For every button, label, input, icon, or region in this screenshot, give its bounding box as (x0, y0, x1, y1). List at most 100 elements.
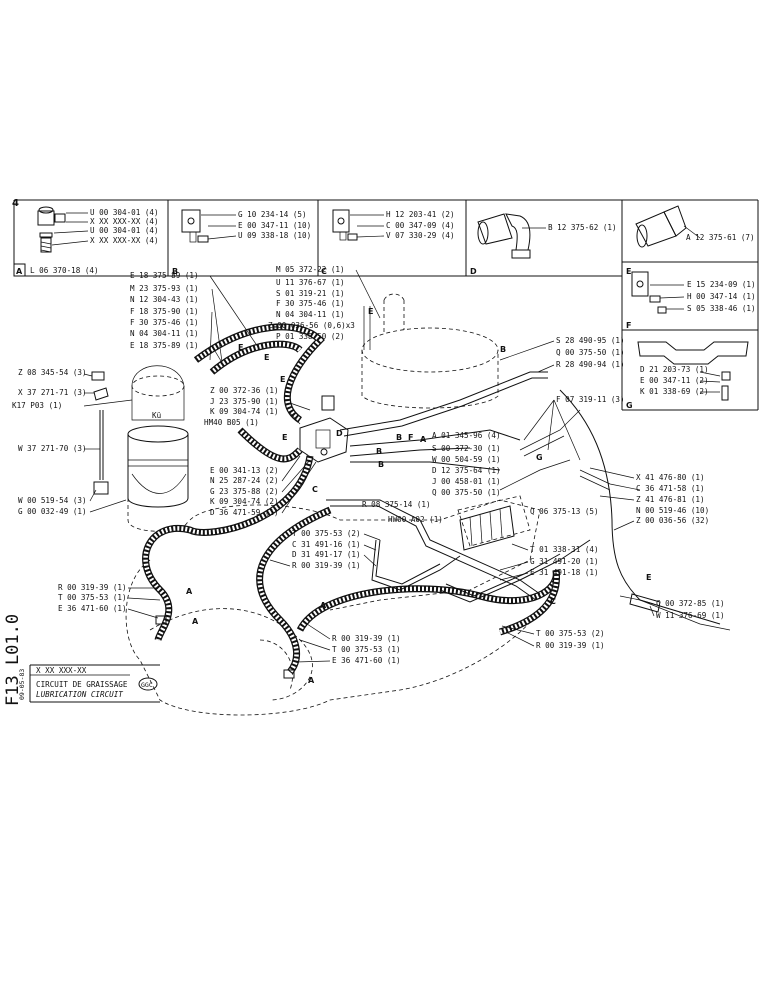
panel-g: D 21 203-73 (1) E 00 347-11 (2) K 01 338… (626, 341, 749, 410)
callout: P 01 338-50 (2) (276, 332, 345, 341)
panel-f-item: H 00 347-14 (1) (687, 292, 756, 301)
panel-c-letter: C (321, 267, 327, 276)
callouts-mid-lower: E 00 341-13 (2) N 25 287-24 (2) G 23 375… (210, 455, 317, 517)
callout: F 30 375-46 (1) (276, 299, 345, 308)
callout: T 01 338-31 (4) (530, 545, 599, 554)
title-fr: CIRCUIT DE GRAISSAGE (36, 680, 128, 689)
callouts-top-left: E 18 375-89 (1) M 23 375-93 (1) N 12 304… (130, 271, 261, 367)
marker-f: F (408, 433, 413, 442)
callout: G 00 032-49 (1) (18, 507, 87, 516)
company-logo: GGC (141, 681, 153, 689)
grease-nipple-drawing (37, 206, 66, 253)
panel-d-letter: D (470, 267, 477, 276)
callout: D 36 471-59 (1) (210, 508, 279, 517)
callout: N 00 519-46 (10) (636, 506, 709, 515)
callouts-bottom-right: T 00 375-53 (2) R 00 319-39 (1) (501, 625, 605, 650)
callouts-top-right: S 28 490-95 (1) Q 00 375-50 (1) R 28 490… (499, 336, 625, 373)
callout: K 09 304-74 (1) (210, 407, 279, 416)
parts-panel-row (13, 199, 759, 411)
callout: N 12 304-43 (1) (130, 295, 199, 304)
marker-a: A (186, 587, 193, 596)
drum-label: Kü (152, 411, 161, 420)
callouts-lower-center: T 00 375-53 (2) C 31 491-16 (1) D 31 491… (269, 529, 381, 570)
panel-c-item: C 00 347-09 (4) (386, 221, 455, 230)
callout: X 37 271-71 (3) (18, 388, 87, 397)
callout: Z 00 036-56 (32) (636, 516, 709, 525)
callout: R 00 319-39 (1) (332, 634, 401, 643)
clamp-block-drawing (631, 271, 667, 314)
callouts-center: A 01 345-96 (4) S 00 372-30 (1) W 00 504… (432, 395, 625, 497)
callout: C 36 471-58 (1) (636, 484, 705, 493)
callout: C 00 372-85 (1) (656, 599, 725, 608)
callout: E 31 491-18 (1) (530, 568, 599, 577)
callout: T 00 375-53 (1) (332, 645, 401, 654)
callout: W 11 376-69 (1) (656, 611, 725, 620)
panel-c: H 12 203-41 (2) C 00 347-09 (4) V 07 330… (321, 209, 455, 276)
callout: E 36 471-60 (1) (58, 604, 127, 613)
panel-c-item: V 07 330-29 (4) (386, 231, 455, 240)
callout: M 05 372-22 (1) (276, 265, 345, 274)
callout: Z 00 372-36 (1) (210, 386, 279, 395)
panel-b-item: G 10 234-14 (5) (238, 210, 307, 219)
callouts-right: X 41 476-80 (1) C 36 471-58 (1) Z 41 476… (589, 467, 709, 531)
panel-e-letter: E (626, 267, 631, 276)
callout: G 31 491-20 (1) (530, 557, 599, 566)
callout: U 11 376-67 (1) (276, 278, 345, 287)
panel-b: G 10 234-14 (5) E 00 347-11 (10) U 09 33… (172, 209, 311, 276)
callout: E 18 375-89 (1) (130, 271, 199, 280)
ref-number: X XX XXX-XX (36, 666, 87, 675)
callout: G 23 375-88 (2) (210, 487, 279, 496)
callout: K17 P03 (1) (12, 401, 62, 410)
panel-a-item: U 00 304-01 (4) (90, 208, 159, 217)
callout: F 30 375-46 (1) (130, 318, 199, 327)
date-stamp: 09-05-83 (18, 669, 26, 700)
marker-e: E (264, 353, 269, 362)
elbow-fitting-drawing (477, 213, 531, 259)
callout: K 09 304-74 (2) (210, 497, 279, 506)
marker-c: C (550, 597, 556, 606)
callout: T 00 375-53 (2) (536, 629, 605, 638)
callout: A 01 345-96 (4) (432, 431, 501, 440)
panel-g-letter: G (626, 401, 633, 410)
marker-c: C (312, 485, 318, 494)
straight-fitting-drawing (635, 205, 687, 248)
callout: W 00 504-59 (1) (432, 455, 501, 464)
panel-c-item: H 12 203-41 (2) (386, 210, 455, 219)
panel-b-item: U 09 338-18 (10) (238, 231, 311, 240)
callout: Q 06 375-13 (5) (530, 507, 599, 516)
callout: Z 41 476-81 (1) (636, 495, 705, 504)
marker-e: E (282, 433, 287, 442)
marker-a: A (320, 601, 327, 610)
panel-a-letter: A (16, 267, 23, 276)
rigid-pipes (326, 306, 731, 631)
marker-e: E (368, 307, 373, 316)
machine-outline (125, 293, 541, 716)
callout: D 31 491-17 (1) (292, 550, 361, 559)
support-bar-drawing (637, 341, 749, 401)
page-number: 4 (12, 198, 19, 209)
callouts-far-right: C 00 372-85 (1) W 11 376-69 (1) (629, 593, 725, 620)
panel-g-item: K 01 338-69 (2) (640, 387, 709, 396)
marker-e: E (646, 573, 651, 582)
marker-b: B (378, 460, 384, 469)
panel-f-item: S 05 338-46 (1) (687, 304, 756, 313)
callout: J 23 375-90 (1) (210, 397, 279, 406)
panel-g-item: E 00 347-11 (2) (640, 376, 709, 385)
title-block: X XX XXX-XX CIRCUIT DE GRAISSAGE LUBRICA… (3, 614, 160, 706)
panel-b-item: E 00 347-11 (10) (238, 221, 311, 230)
callout: R 08 375-14 (1) (362, 500, 431, 509)
marker-b: B (376, 447, 382, 456)
callout: S 00 372-30 (1) (432, 444, 501, 453)
clamp-block-drawing (332, 209, 358, 241)
panel-f-letter: F (626, 321, 631, 330)
callout: R 28 490-94 (1) (556, 360, 625, 369)
panel-d: B 12 375-62 (1) D (470, 213, 617, 276)
hoses (142, 323, 560, 675)
callouts-left: Z 08 345-54 (3) X 37 271-71 (3) K17 P03 … (12, 368, 133, 516)
callout: HM40 B05 (1) (204, 418, 259, 427)
callout: R 00 319-39 (1) (536, 641, 605, 650)
section-markers: E E E E E E E B B B B F A D C C G A A A … (155, 307, 651, 685)
panel-a-item: X XX XXX-XX (4) (90, 217, 159, 226)
panel-b-letter: B (172, 267, 178, 276)
